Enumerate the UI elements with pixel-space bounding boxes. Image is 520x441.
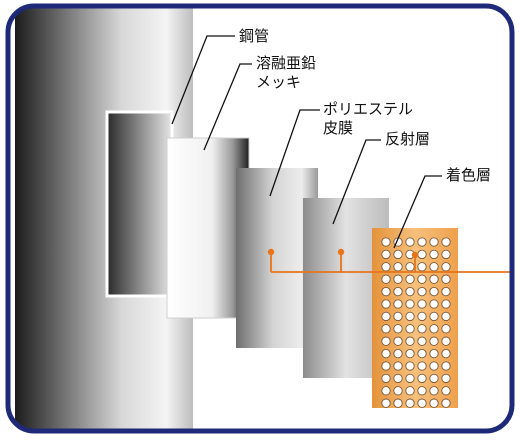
colored-layer-bead-grid xyxy=(381,237,451,408)
bead xyxy=(417,262,427,272)
label-steel-pipe: 鋼管 xyxy=(239,27,270,45)
bead xyxy=(429,274,439,284)
bead xyxy=(417,373,427,384)
bead xyxy=(381,249,391,260)
bead xyxy=(393,299,403,309)
bead xyxy=(417,249,427,260)
bead xyxy=(429,398,439,408)
bead xyxy=(405,348,415,359)
label-colored-layer: 着色層 xyxy=(446,166,492,184)
bead xyxy=(381,311,391,322)
bead xyxy=(405,324,415,334)
bead xyxy=(417,299,427,309)
white-coat-layer xyxy=(167,138,249,318)
outer-frame xyxy=(5,3,515,434)
zinc-plating-layer xyxy=(105,110,174,298)
bead xyxy=(417,237,427,247)
bead xyxy=(441,286,451,297)
bead xyxy=(417,386,427,396)
bead xyxy=(393,311,403,322)
bead xyxy=(405,361,415,371)
bead xyxy=(417,336,427,346)
bead xyxy=(441,373,451,384)
bead xyxy=(393,398,403,408)
bead xyxy=(405,286,415,297)
bead xyxy=(441,262,451,272)
bead xyxy=(393,348,403,359)
bead xyxy=(393,262,403,272)
bead xyxy=(405,373,415,384)
bead xyxy=(381,274,391,284)
bead xyxy=(393,274,403,284)
bead xyxy=(441,336,451,346)
bead xyxy=(441,311,451,322)
bead xyxy=(429,373,439,384)
bead xyxy=(441,274,451,284)
bead xyxy=(441,361,451,371)
bead xyxy=(429,311,439,322)
bead xyxy=(381,324,391,334)
bead xyxy=(441,324,451,334)
bead xyxy=(429,336,439,346)
bead xyxy=(429,249,439,260)
bead xyxy=(381,237,391,247)
bead xyxy=(429,237,439,247)
bead xyxy=(381,373,391,384)
label-polyester-film: ポリエステル 皮膜 xyxy=(323,100,414,137)
bead xyxy=(405,299,415,309)
bead xyxy=(441,299,451,309)
bead xyxy=(393,249,403,260)
bead xyxy=(429,324,439,334)
bead xyxy=(441,348,451,359)
bead xyxy=(381,398,391,408)
bead xyxy=(393,336,403,346)
bead xyxy=(441,237,451,247)
bead xyxy=(429,361,439,371)
bead xyxy=(405,336,415,346)
bead xyxy=(393,324,403,334)
bead xyxy=(381,336,391,346)
bead xyxy=(417,311,427,322)
bead xyxy=(429,386,439,396)
leader-lines xyxy=(171,35,442,249)
bead xyxy=(417,274,427,284)
bead xyxy=(393,286,403,297)
bead xyxy=(417,348,427,359)
label-reflective-layer: 反射層 xyxy=(385,130,431,148)
bead xyxy=(429,286,439,297)
bead xyxy=(405,311,415,322)
bead xyxy=(381,348,391,359)
bead xyxy=(405,386,415,396)
bead xyxy=(405,237,415,247)
bead xyxy=(405,262,415,272)
bead xyxy=(441,386,451,396)
bead xyxy=(381,361,391,371)
bead xyxy=(417,286,427,297)
bead xyxy=(441,249,451,260)
bead xyxy=(381,262,391,272)
bead xyxy=(417,324,427,334)
bead xyxy=(405,398,415,408)
bead xyxy=(417,361,427,371)
bead xyxy=(381,299,391,309)
bead xyxy=(393,386,403,396)
bead xyxy=(393,373,403,384)
bead xyxy=(429,348,439,359)
bead xyxy=(393,361,403,371)
bead xyxy=(441,398,451,408)
bead xyxy=(417,398,427,408)
bead xyxy=(381,286,391,297)
bead xyxy=(429,299,439,309)
label-zinc-plating: 溶融亜鉛 メッキ xyxy=(256,54,317,91)
bead xyxy=(405,274,415,284)
bead xyxy=(381,386,391,396)
bead xyxy=(429,262,439,272)
